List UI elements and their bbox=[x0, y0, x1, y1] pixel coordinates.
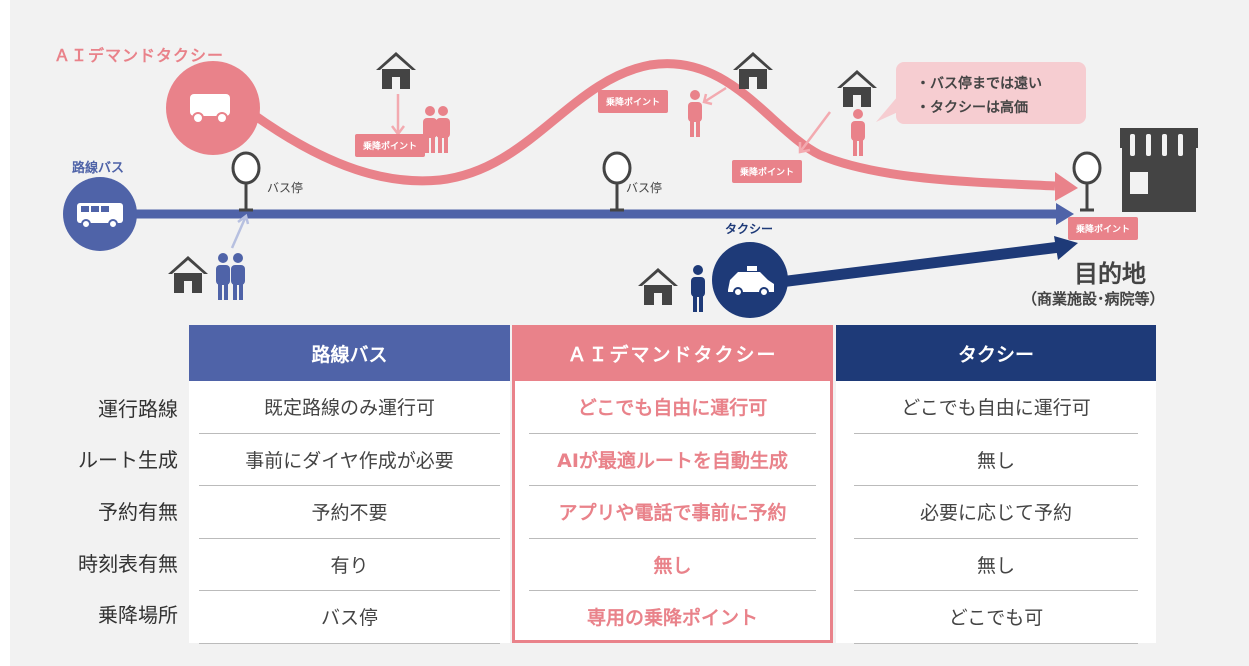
taxi-route bbox=[779, 241, 1061, 288]
bus-cell: 事前にダイヤ作成が必要 bbox=[199, 434, 500, 486]
ai-taxi-title: ＡＩデマンドタクシー bbox=[54, 46, 225, 65]
bubble-line: ・タクシーは高価 bbox=[916, 100, 1028, 116]
ai-cell: 専用の乗降ポイント bbox=[586, 607, 758, 630]
store-icon bbox=[1120, 128, 1198, 212]
bus-cell: バス停 bbox=[199, 591, 500, 644]
ai-taxi-column: どこでも自由に運行可 AIが最適ルートを自動生成 アプリや電話で事前に予約 無し… bbox=[512, 381, 833, 643]
person-icon bbox=[691, 265, 705, 312]
taxi-badge bbox=[712, 242, 788, 318]
row-label: ルート生成 bbox=[78, 448, 178, 472]
row-label: 運行路線 bbox=[98, 397, 178, 421]
row-label: 乗降場所 bbox=[98, 603, 178, 627]
header-taxi: タクシー bbox=[836, 325, 1156, 381]
bus-badge bbox=[63, 177, 137, 251]
bus-stop-label: バス停 bbox=[626, 181, 663, 195]
pickup-point-tag: 乗降ポイント bbox=[355, 134, 426, 157]
walk-arrow bbox=[230, 213, 250, 249]
bus-route-arrowhead bbox=[1056, 203, 1074, 225]
ai-cell: どこでも自由に運行可 bbox=[529, 381, 816, 434]
ai-cell: AIが最適ルートを自動生成 bbox=[529, 434, 816, 486]
bus-column: 既定路線のみ運行可 事前にダイヤ作成が必要 予約不要 有り バス停 bbox=[189, 381, 510, 644]
ai-cell: アプリや電話で事前に予約 bbox=[529, 486, 816, 539]
person-icon bbox=[688, 90, 702, 137]
pickup-point-tag: 乗降ポイント bbox=[732, 160, 803, 183]
ai-cell: 無し bbox=[529, 539, 816, 591]
bus-cell: 予約不要 bbox=[199, 486, 500, 539]
row-label: 予約有無 bbox=[98, 500, 178, 524]
destination-pin-icon bbox=[1072, 151, 1102, 212]
taxi-route-arrowhead bbox=[1054, 236, 1078, 260]
bus-stop-pin-icon bbox=[231, 151, 261, 212]
house-icon bbox=[733, 52, 773, 89]
route-diagram bbox=[63, 52, 1198, 318]
house-icon bbox=[837, 70, 877, 107]
person-icon bbox=[216, 253, 230, 300]
taxi-title: タクシー bbox=[725, 222, 774, 236]
bubble-line: ・バス停までは遠い bbox=[916, 76, 1042, 92]
bus-stop-label: バス停 bbox=[267, 181, 304, 195]
pickup-point-tag: 乗降ポイント bbox=[598, 90, 669, 113]
bus-cell: 有り bbox=[199, 539, 500, 591]
destination-subtitle: （商業施設･病院等） bbox=[1022, 290, 1165, 308]
house-icon bbox=[638, 268, 678, 305]
ai-route-arrowhead bbox=[1055, 172, 1078, 201]
house-icon bbox=[376, 52, 416, 89]
taxi-cell: 無し bbox=[854, 434, 1138, 486]
speech-bubble-text: ・バス停までは遠い ・タクシーは高価 bbox=[916, 72, 1042, 120]
taxi-cell: 無し bbox=[854, 539, 1138, 591]
taxi-column: どこでも自由に運行可 無し 必要に応じて予約 無し どこでも可 bbox=[836, 381, 1156, 644]
pickup-point-tag: 乗降ポイント bbox=[1068, 217, 1139, 240]
ai-van-badge bbox=[166, 61, 260, 155]
person-icon bbox=[423, 106, 437, 153]
speech-bubble bbox=[876, 62, 1086, 124]
bus-cell: 既定路線のみ運行可 bbox=[199, 381, 500, 434]
bus-title: 路線バス bbox=[72, 161, 125, 176]
taxi-cell: どこでも可 bbox=[854, 591, 1138, 644]
ai-taxi-route bbox=[247, 59, 1056, 191]
destination-title: 目的地 bbox=[1074, 260, 1146, 288]
person-icon bbox=[231, 253, 245, 300]
house-icon bbox=[168, 256, 208, 293]
infographic: ＡＩデマンドタクシー 路線バス タクシー バス停 バス停 乗降ポイント 乗降ポイ… bbox=[10, 0, 1249, 666]
row-label: 時刻表有無 bbox=[78, 552, 178, 576]
person-icon bbox=[851, 109, 865, 156]
person-icon bbox=[436, 106, 450, 153]
taxi-cell: 必要に応じて予約 bbox=[854, 486, 1138, 539]
header-bus: 路線バス bbox=[189, 325, 510, 381]
taxi-cell: どこでも自由に運行可 bbox=[854, 381, 1138, 434]
header-ai-taxi: ＡＩデマンドタクシー bbox=[512, 325, 833, 381]
